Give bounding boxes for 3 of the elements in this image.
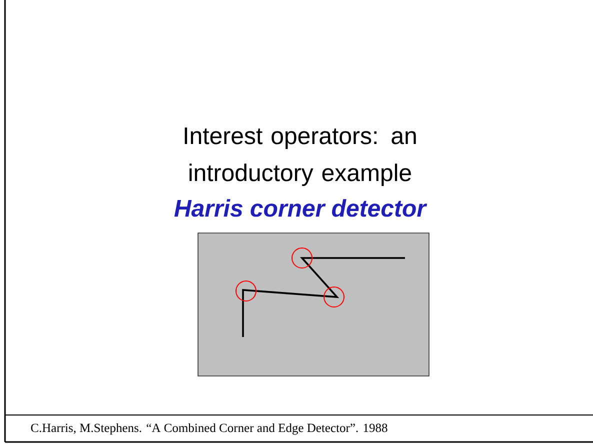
slide-title: Interest operators: an introductory example xyxy=(184,128,416,186)
citation: C.Harris, M.Stephens. “A Combined Corner and Edge Detector”. 1988 xyxy=(31,423,388,435)
subtitle: Harris corner detector xyxy=(174,199,428,217)
